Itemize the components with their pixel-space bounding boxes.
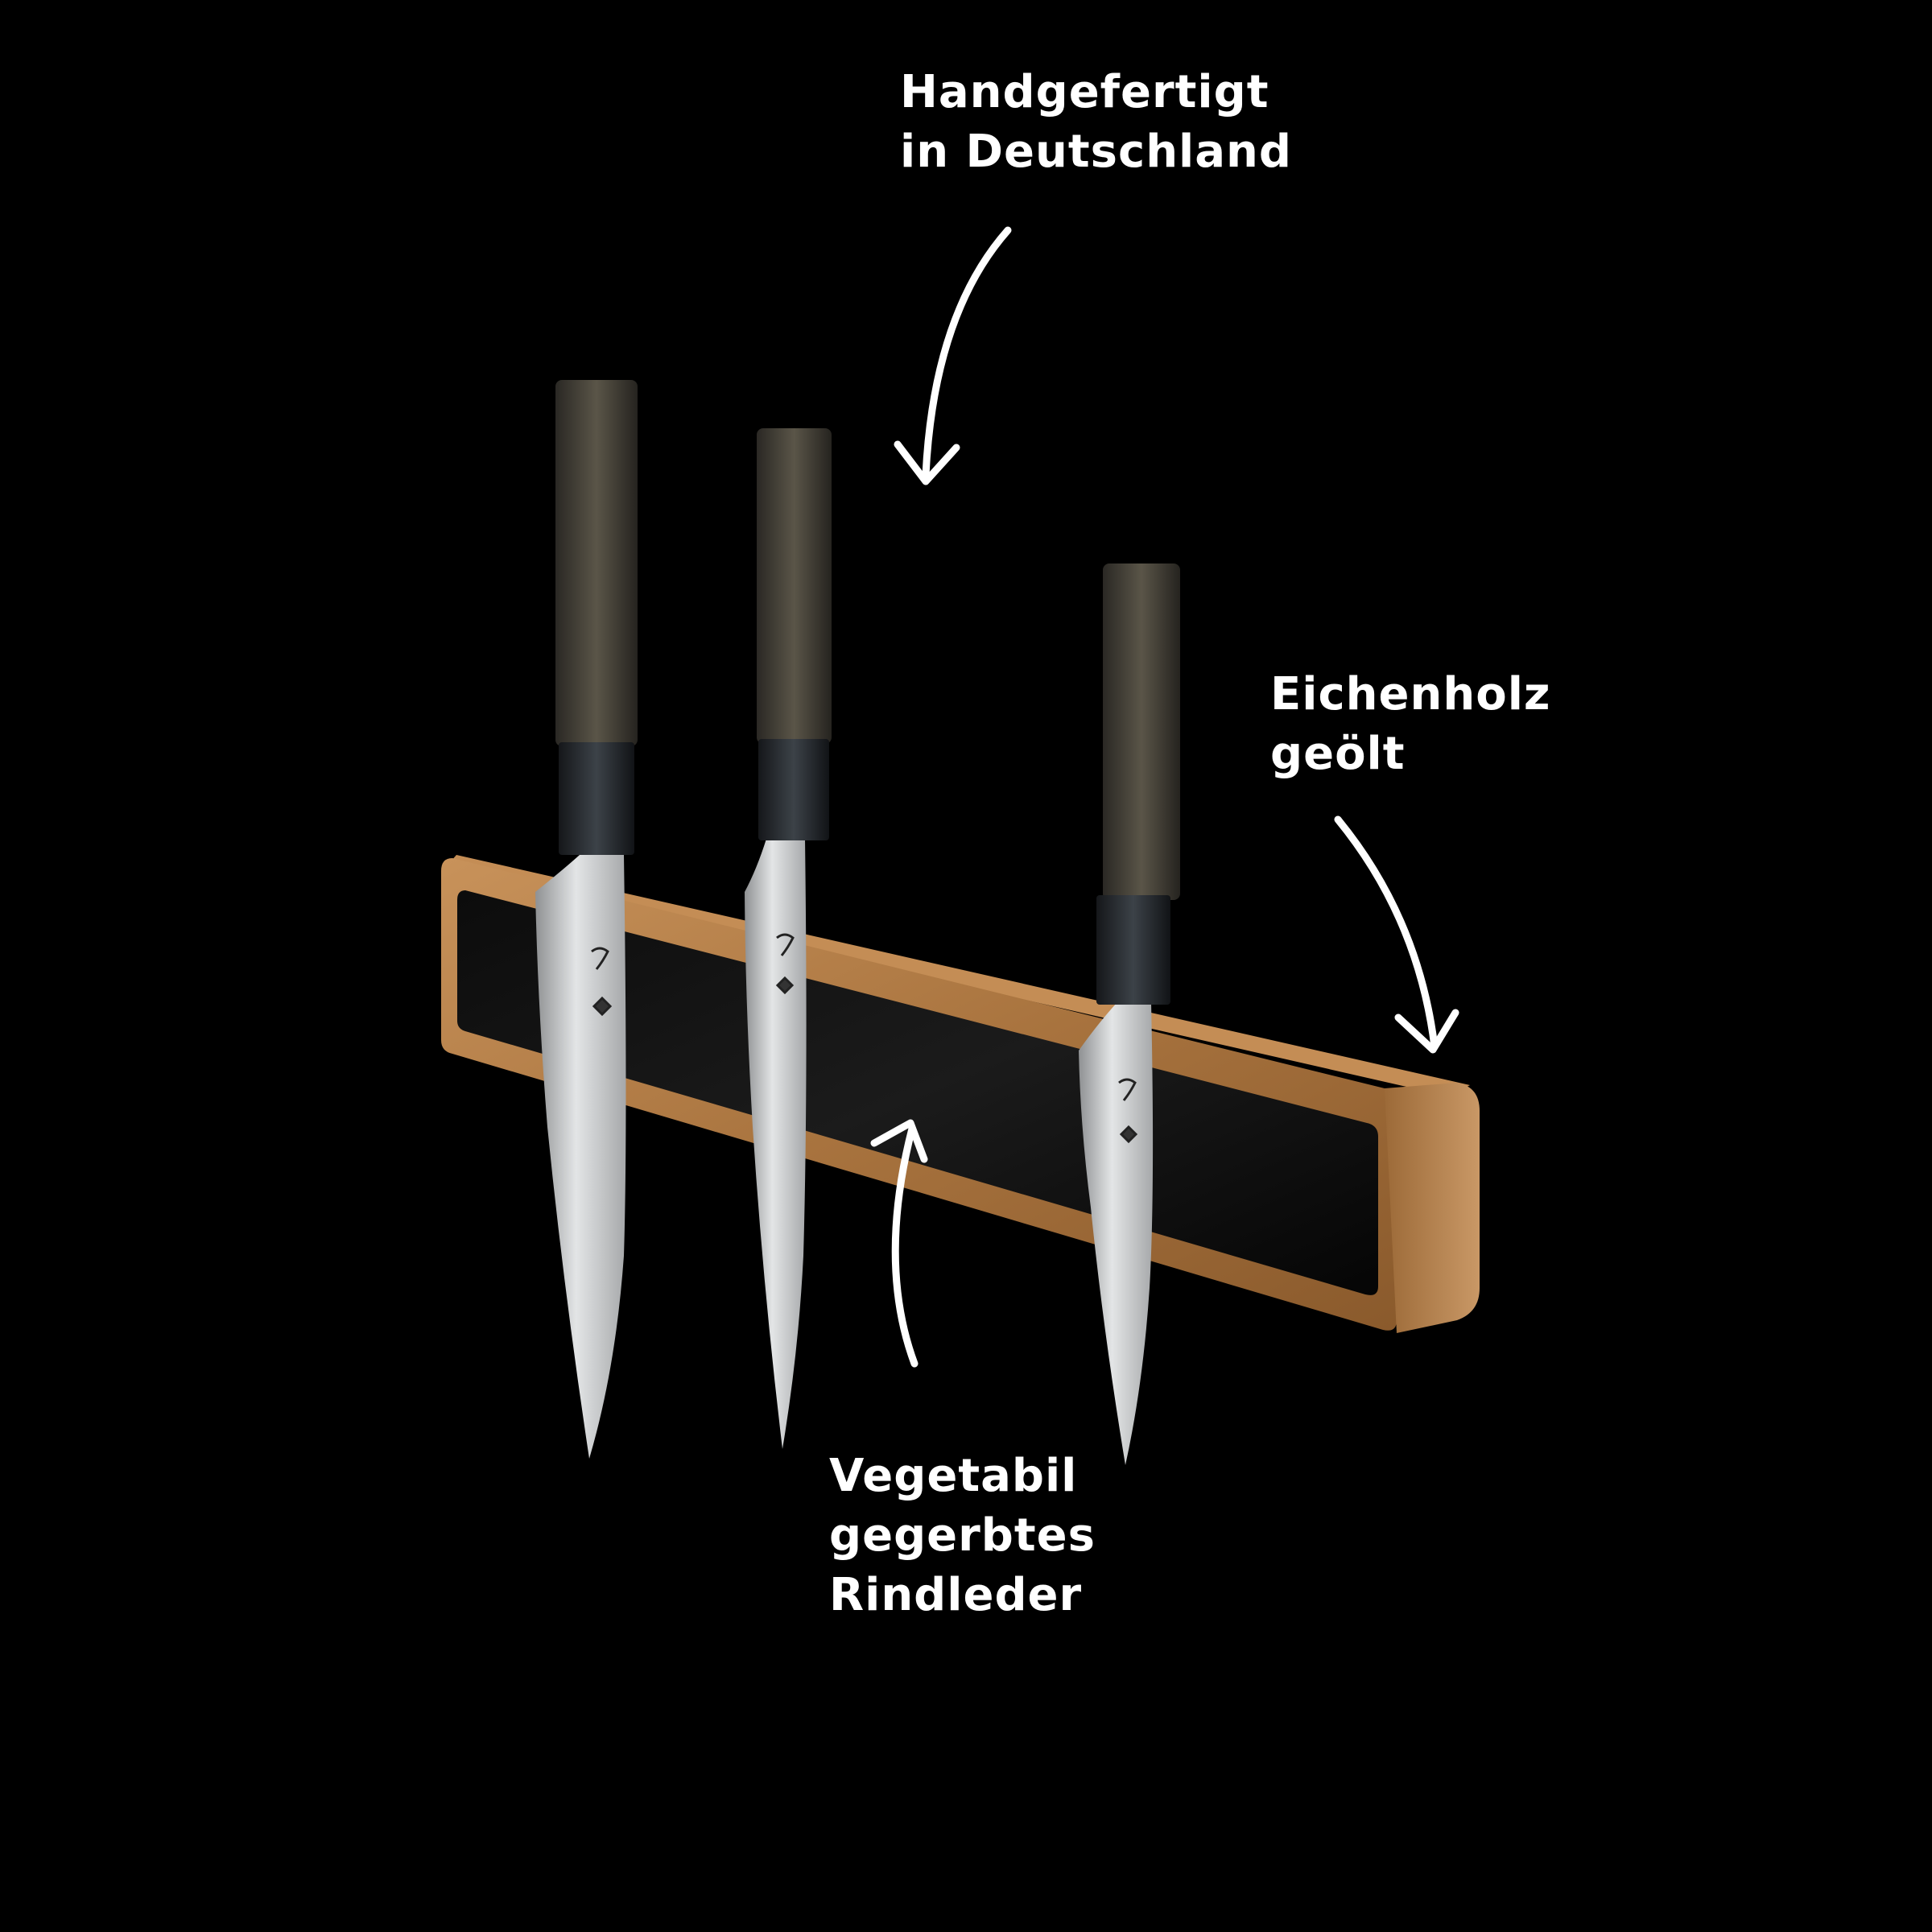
ferrule-right: [1096, 895, 1170, 1005]
ferrule-middle: [758, 739, 829, 840]
ferrule-left: [559, 742, 634, 855]
blade-middle: [745, 839, 807, 1449]
arrow-down-icon: [894, 226, 1012, 485]
knife-bar-end-face: [1385, 1083, 1480, 1333]
arrow-up-icon: [870, 1119, 928, 1368]
annotation-leather-line-2: gegerbtes: [829, 1509, 1096, 1562]
handle-left: [555, 380, 638, 746]
annotation-handmade: Handgefertigt in Deutschland: [900, 63, 1292, 182]
maker-mark-icon: [1118, 1078, 1138, 1144]
knife-middle: [745, 428, 832, 1449]
handle-right: [1103, 564, 1180, 900]
arrow-down-right-icon: [1334, 815, 1459, 1054]
handle-middle: [757, 428, 832, 744]
annotation-handmade-line-2: in Deutschland: [900, 126, 1292, 178]
blade-left: [535, 855, 626, 1459]
annotation-oak: Eichenholz geölt: [1270, 665, 1551, 784]
knife-left: [535, 380, 638, 1459]
maker-mark-icon: [775, 933, 795, 995]
knife-right: [1079, 564, 1180, 1465]
annotation-leather-line-3: Rindleder: [829, 1569, 1083, 1621]
annotation-oak-line-2: geölt: [1270, 728, 1406, 780]
annotation-leather-line-1: Vegetabil: [829, 1450, 1078, 1502]
annotation-leather: Vegetabil gegerbtes Rindleder: [829, 1447, 1096, 1625]
knife-bar-top-face: [445, 855, 1470, 1096]
maker-mark-icon: [591, 947, 613, 1017]
annotation-handmade-line-1: Handgefertigt: [900, 66, 1269, 118]
blade-right: [1079, 1002, 1154, 1465]
annotation-oak-line-1: Eichenholz: [1270, 668, 1551, 720]
